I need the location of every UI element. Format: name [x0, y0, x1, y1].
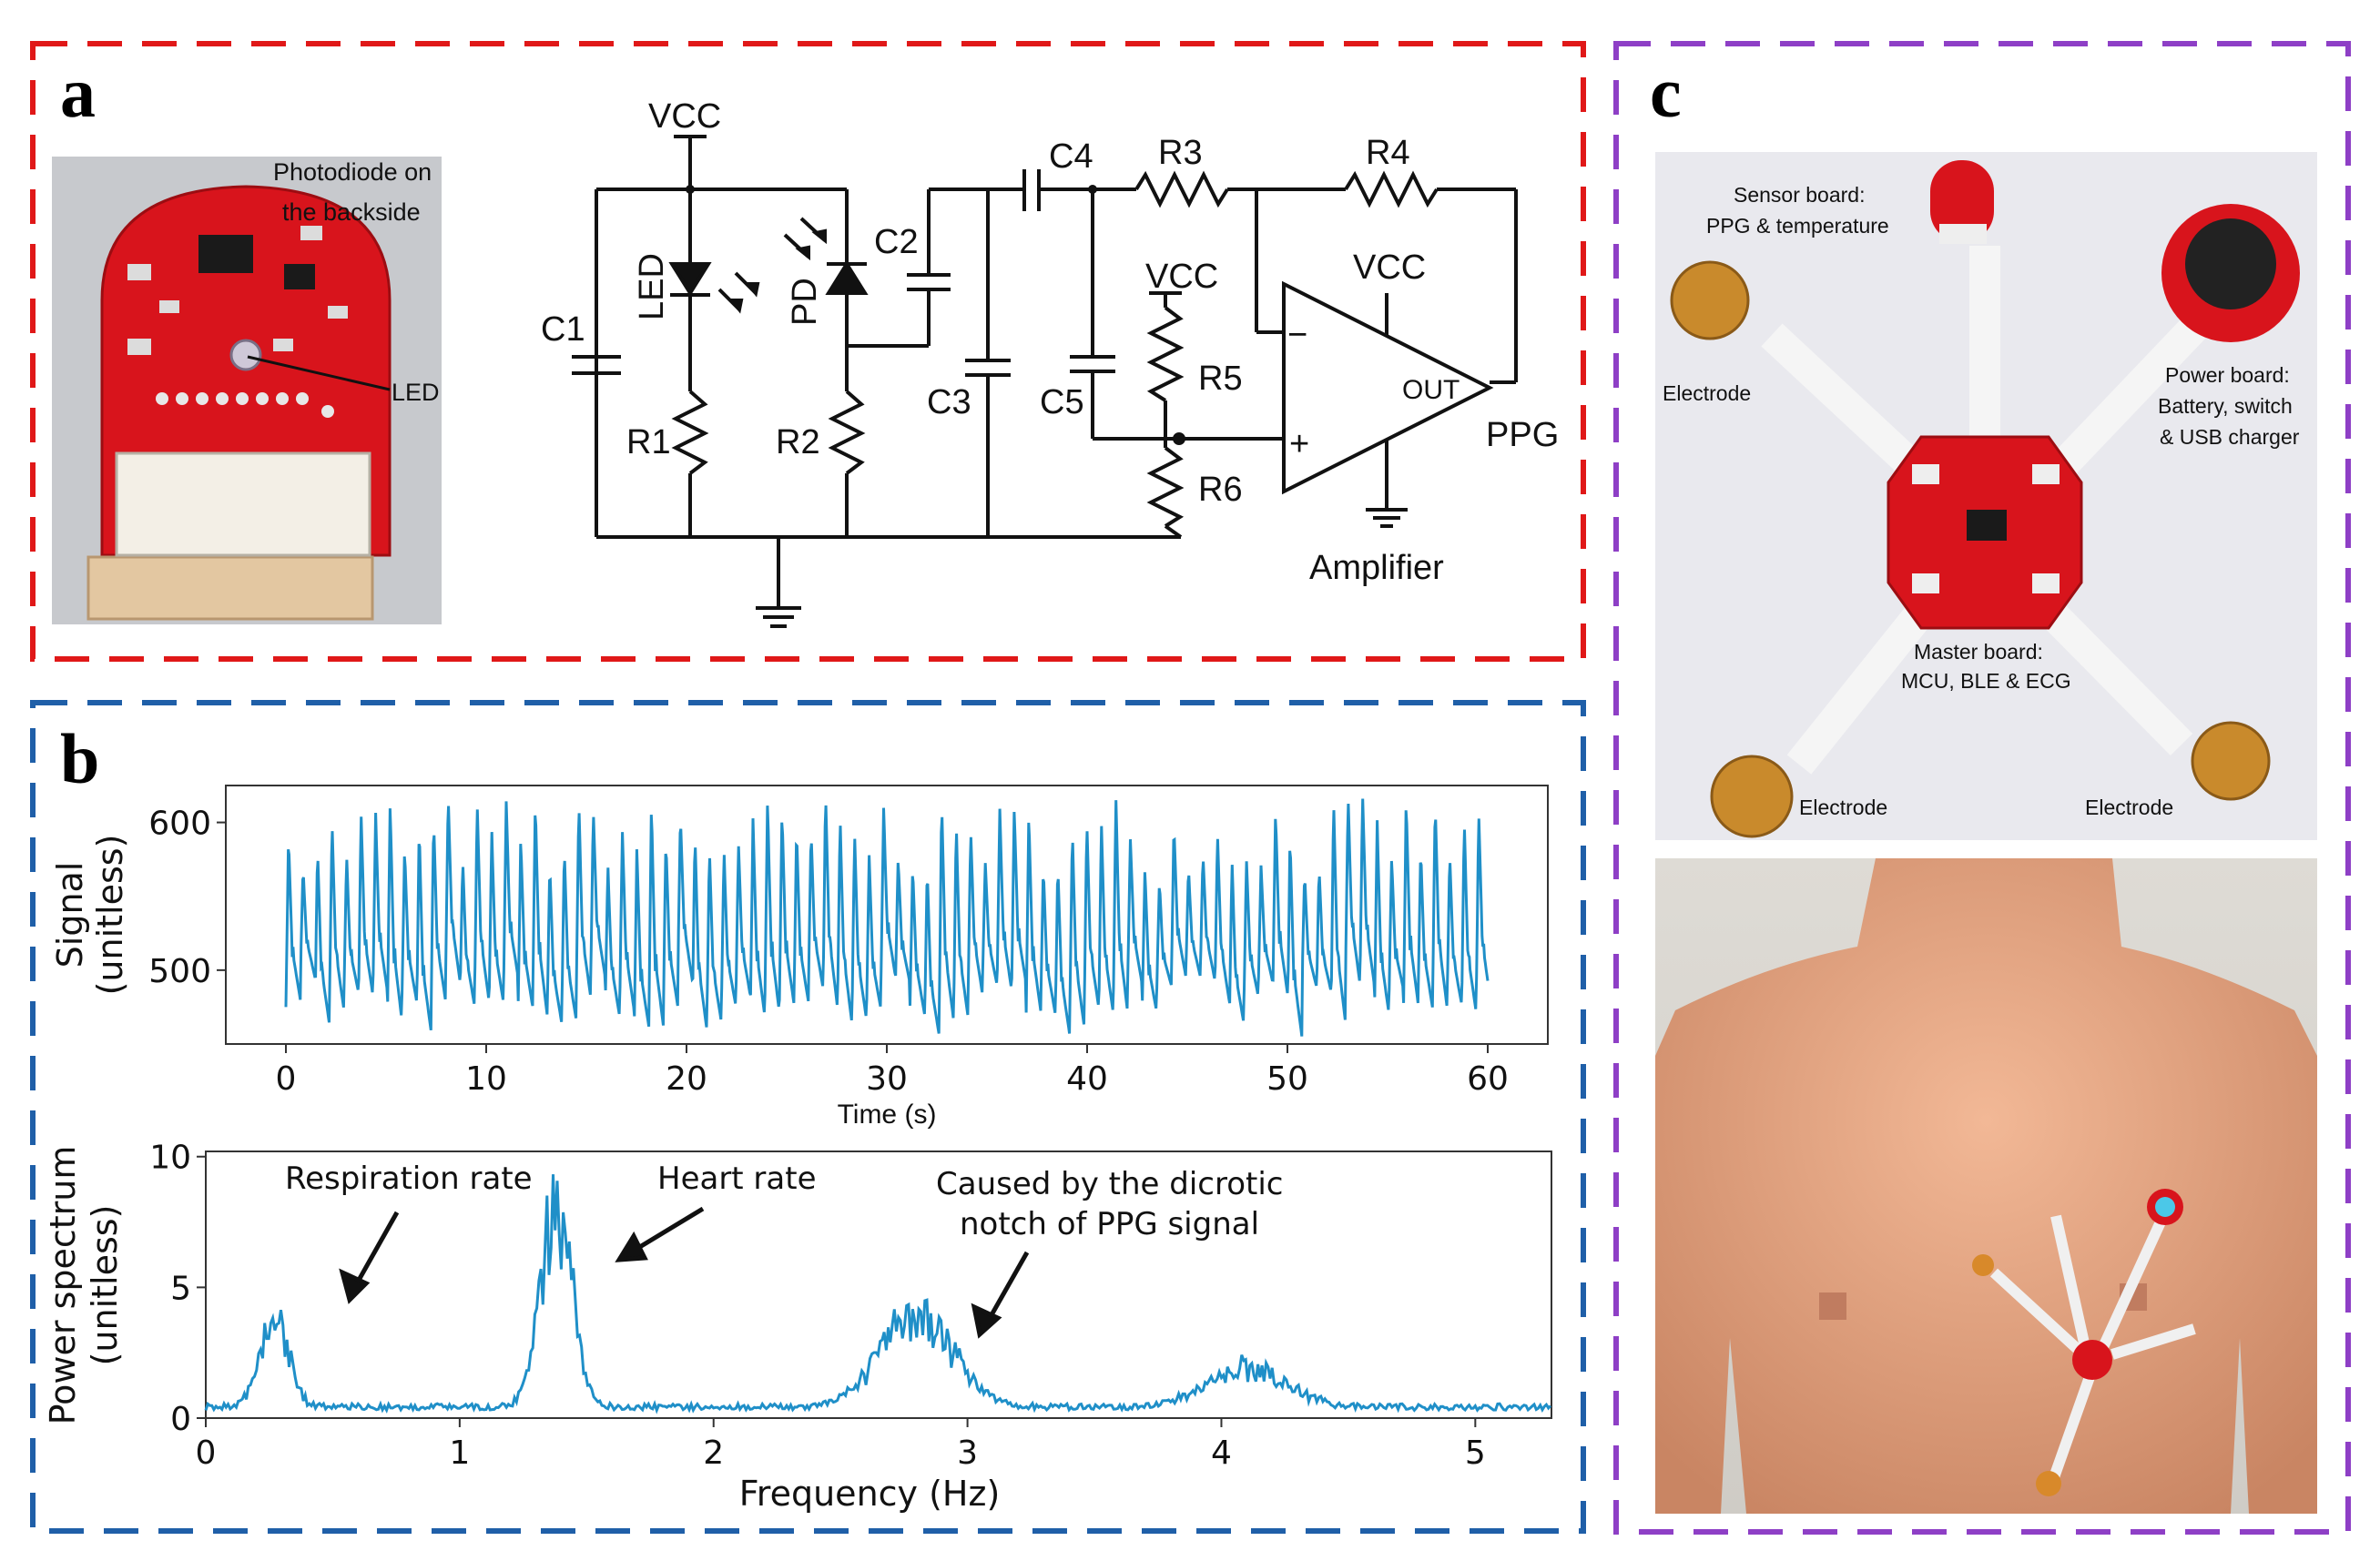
power-axis-label-line2: (unitless) [85, 1205, 125, 1366]
circuit-label-out: OUT [1402, 375, 1460, 405]
device-top-photo [1655, 152, 2317, 840]
circuit-label-c2: C2 [874, 223, 919, 261]
power-board-label-line2: Battery, switch [2158, 394, 2293, 418]
device-worn-photo [1655, 858, 2317, 1514]
frequency-tick-label: 2 [703, 1434, 724, 1472]
signal-axis-ticks: 500 600 [148, 806, 226, 990]
electrode-label-left: Electrode [1663, 381, 1751, 405]
time-tick-label: 10 [465, 1060, 507, 1098]
panel-c-letter: c [1650, 53, 1682, 132]
frequency-axis-ticks: 0 1 2 3 4 5 [196, 1418, 1486, 1472]
circuit-label-led: LED [633, 253, 671, 320]
circuit-label-ppg: PPG [1486, 416, 1559, 454]
circuit-label-r4: R4 [1366, 134, 1410, 172]
time-tick-label: 20 [666, 1060, 707, 1098]
power-tick-label: 5 [170, 1270, 191, 1307]
annotation-arrows [339, 1206, 1030, 1339]
panel-b-letter: b [60, 719, 99, 798]
panel-b-frame [30, 700, 1586, 1534]
respiration-annotation: Respiration rate [285, 1161, 533, 1197]
time-tick-label: 0 [276, 1060, 297, 1098]
sensor-board-label-line1: Sensor board: [1734, 183, 1865, 207]
ppg-circuit-schematic [572, 135, 1518, 628]
frequency-tick-label: 0 [196, 1434, 217, 1472]
panel-c-frame [1613, 41, 2351, 1535]
circuit-label-vcc1: VCC [648, 97, 721, 136]
led-photo-label: LED [392, 379, 440, 406]
power-axis-ticks: 0 5 10 [149, 1140, 206, 1438]
electrode-label-bottom-right: Electrode [2085, 796, 2173, 819]
circuit-label-vcc2: VCC [1145, 258, 1218, 296]
time-axis-ticks: 0 10 20 30 40 50 60 [276, 1044, 1509, 1098]
sensor-board-label-line2: PPG & temperature [1706, 214, 1889, 238]
master-board-label-line2: MCU, BLE & ECG [1901, 669, 2071, 693]
circuit-label-r6: R6 [1198, 471, 1243, 509]
circuit-label-amplifier: Amplifier [1309, 549, 1444, 587]
circuit-label-r3: R3 [1158, 134, 1203, 172]
time-tick-label: 60 [1467, 1060, 1509, 1098]
ppg-time-chart: 0 10 20 30 40 50 60 500 600 Time (s) Signal (un… [50, 785, 1549, 1130]
frequency-axis-label: Frequency (Hz) [739, 1474, 1001, 1514]
circuit-label-minus: − [1287, 316, 1307, 354]
power-spectrum-series [204, 1174, 1552, 1414]
circuit-label-c3: C3 [927, 383, 971, 421]
master-board-label-line1: Master board: [1914, 640, 2043, 664]
circuit-label-c4: C4 [1049, 137, 1093, 176]
power-spectrum-chart: 0 1 2 3 4 5 0 5 10 Frequency (Hz) Power spectru… [43, 1140, 1552, 1514]
time-axis-label: Time (s) [838, 1100, 937, 1130]
circuit-label-r5: R5 [1198, 360, 1243, 398]
dicrotic-annotation-line1: Caused by the dicrotic [936, 1166, 1284, 1202]
ppg-signal-series [284, 798, 1490, 1037]
power-tick-label: 10 [149, 1140, 191, 1177]
circuit-label-vcc3: VCC [1353, 248, 1426, 287]
panel-a-frame [30, 41, 1586, 662]
signal-tick-label: 500 [148, 953, 211, 990]
circuit-label-plus: + [1289, 425, 1309, 463]
circuit-label-r1: R1 [626, 423, 671, 461]
spectrum-plot-frame [205, 1150, 1552, 1419]
power-board-label-line3: & USB charger [2160, 425, 2300, 449]
frequency-tick-label: 5 [1465, 1434, 1486, 1472]
electrode-label-bottom-left: Electrode [1799, 796, 1887, 819]
node-dot-vcc [686, 185, 695, 194]
signal-axis-label-line1: Signal [50, 862, 90, 968]
power-tick-label: 0 [170, 1401, 191, 1438]
panel-a-letter: a [60, 53, 96, 132]
circuit-label-r2: R2 [776, 423, 820, 461]
frequency-tick-label: 3 [957, 1434, 978, 1472]
power-board-label-line1: Power board: [2165, 363, 2290, 387]
dicrotic-annotation-line2: notch of PPG signal [960, 1206, 1259, 1242]
frequency-tick-label: 4 [1211, 1434, 1232, 1472]
photodiode-label-line2: the backside [282, 198, 421, 226]
time-tick-label: 50 [1266, 1060, 1308, 1098]
circuit-label-c1: C1 [541, 310, 585, 349]
signal-axis-label-line2: (unitless) [90, 835, 130, 996]
signal-tick-label: 600 [148, 806, 211, 843]
photodiode-label-line1: Photodiode on [273, 158, 432, 186]
node-dot-r5 [1175, 434, 1184, 443]
time-tick-label: 40 [1066, 1060, 1108, 1098]
node-dot-c4 [1088, 185, 1097, 194]
sensor-pcb-photo [52, 157, 442, 624]
frequency-tick-label: 1 [449, 1434, 470, 1472]
circuit-label-pd: PD [786, 278, 824, 326]
circuit-label-c5: C5 [1040, 383, 1084, 421]
power-axis-label-line1: Power spectrum [43, 1146, 83, 1425]
time-tick-label: 30 [866, 1060, 908, 1098]
heart-rate-annotation: Heart rate [657, 1161, 817, 1197]
